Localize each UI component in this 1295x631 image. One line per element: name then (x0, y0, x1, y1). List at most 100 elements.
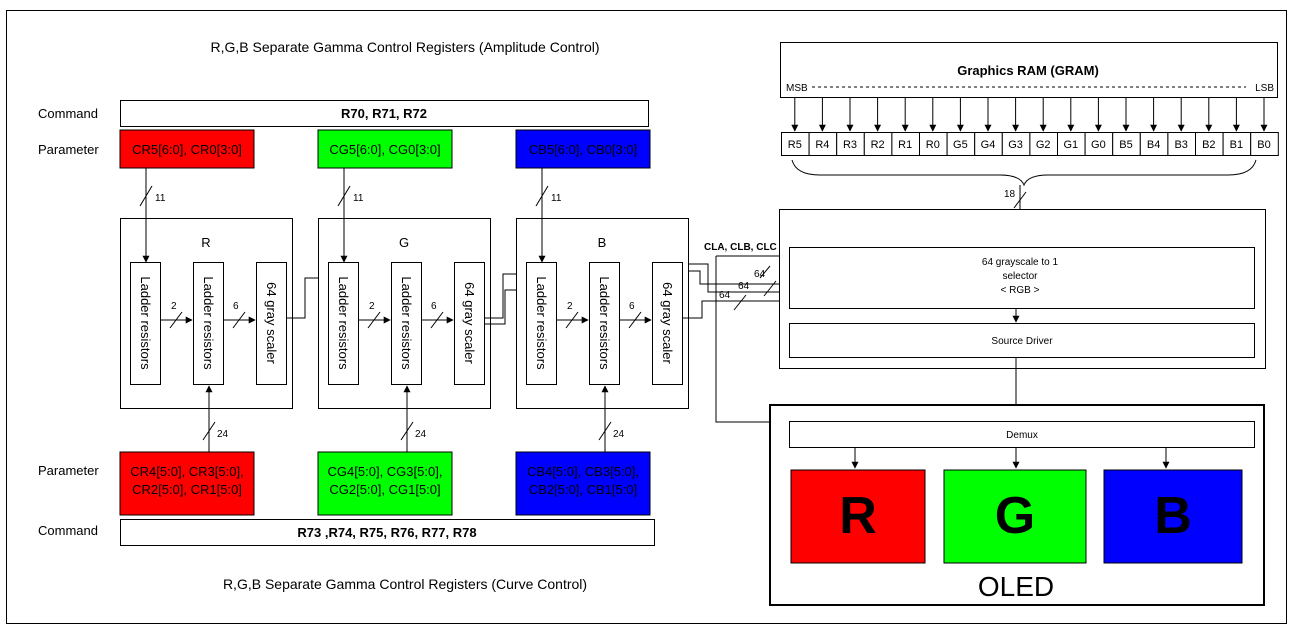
gram-bit-label: R3 (843, 139, 857, 151)
command-top: R70, R71, R72 (341, 106, 427, 121)
source-driver-box (789, 323, 1255, 358)
oled-r-block (790, 469, 926, 564)
ladder-r1-label: Ladder resistors (138, 276, 153, 370)
param-bottom-b-l2: CB2[5:0], CB1[5:0] (529, 482, 637, 497)
param-bottom-r-l1: CR4[5:0], CR3[5:0], (130, 464, 243, 479)
gram-bit-label: B5 (1119, 139, 1132, 151)
param-top-r-text: CR5[6:0], CR0[3:0] (132, 142, 242, 157)
gram-title: Graphics RAM (GRAM) (957, 63, 1099, 78)
ladder-g2-label: Ladder resistors (399, 276, 414, 370)
param-bottom-g-l1: CG4[5:0], CG3[5:0], (328, 464, 443, 479)
gram-bit-label: G1 (1063, 139, 1078, 151)
gram-bit-cell (1250, 132, 1279, 156)
parameter-label-top: Parameter (38, 142, 99, 157)
bus-2-b: 2 (567, 301, 573, 312)
ladder-b1-label: Ladder resistors (534, 276, 549, 370)
trace-r-out (287, 277, 318, 319)
parameter-label-bottom: Parameter (38, 463, 99, 478)
oled-r-letter: R (839, 487, 877, 545)
selector-l3: < RGB > (1001, 285, 1040, 296)
gram-bit-label: B3 (1174, 139, 1187, 151)
demux: Demux (1006, 430, 1038, 441)
bus-18: 18 (1004, 189, 1016, 200)
top-title: R,G,B Separate Gamma Control Registers (… (210, 39, 599, 55)
ladder-g1-label: Ladder resistors (336, 276, 351, 370)
gram-bit-label: G0 (1091, 139, 1106, 151)
gram-brace (791, 159, 1257, 187)
gray-scaler-g (454, 262, 485, 385)
gray-scaler-g-label: 64 gray scaler (462, 282, 477, 364)
ladder-b2-label: Ladder resistors (597, 276, 612, 370)
gram-bit-label: R0 (926, 139, 940, 151)
selector-box (789, 247, 1255, 309)
command-box-top (120, 100, 649, 127)
bus-24-r: 24 (217, 429, 229, 440)
param-bottom-g-l2: CG2[5:0], CG1[5:0] (329, 482, 440, 497)
gray-scaler-r-label: 64 gray scaler (264, 282, 279, 364)
command-label-bottom: Command (38, 523, 98, 538)
bus-24-b: 24 (613, 429, 625, 440)
param-top-r (119, 129, 255, 169)
gram-bit-label: G4 (981, 139, 996, 151)
gray-scaler-b (652, 262, 683, 385)
gram-bit-label: B1 (1230, 139, 1243, 151)
gram-bit-label: G5 (953, 139, 968, 151)
bus-24-g: 24 (415, 429, 427, 440)
gray-scaler-b-label: 64 gray scaler (660, 282, 675, 364)
ladder-resistors-g2 (391, 262, 422, 385)
gram-bit-label: R4 (815, 139, 829, 151)
ladder-resistors-r2 (193, 262, 224, 385)
gram-bit-label: G3 (1008, 139, 1023, 151)
command-label-top: Command (38, 106, 98, 121)
oled-g-letter: G (995, 487, 1035, 545)
param-bottom-b-l1: CB4[5:0], CB3[5:0], (527, 464, 639, 479)
oled-b-letter: B (1154, 487, 1192, 545)
selector-l1: 64 grayscale to 1 (982, 257, 1059, 268)
trace-g-out (485, 273, 516, 319)
source-driver: Source Driver (991, 336, 1053, 347)
bus-6-r: 6 (233, 301, 239, 312)
param-top-g-text: CG5[6:0], CG0[3:0] (329, 142, 440, 157)
channel-r: R 11 Ladder resistors Ladder resistors 6… (120, 168, 293, 452)
gram-bit-label: R5 (788, 139, 802, 151)
param-bottom-g (317, 451, 453, 516)
bus-6-b: 6 (629, 301, 635, 312)
trace-g-out-2 (485, 289, 516, 325)
trace-b-out (683, 297, 789, 319)
param-top-g (317, 129, 453, 169)
ladder-resistors-r1 (130, 262, 161, 385)
command-bottom: R73 ,R74, R75, R76, R77, R78 (297, 525, 476, 540)
bus-11-b: 11 (551, 193, 562, 204)
bus-11-g: 11 (353, 193, 364, 204)
oled-g-block (943, 469, 1087, 564)
bus-64-b: 64 (738, 281, 750, 292)
command-box-bottom (120, 519, 655, 546)
oled-label: OLED (978, 571, 1054, 602)
bus-2-r: 2 (171, 301, 177, 312)
gram-box (780, 42, 1278, 98)
channel-b-label: B (598, 235, 607, 250)
trace-cl-demux (715, 256, 789, 426)
channel-r-label: R (201, 235, 210, 250)
channel-g: G 11 Ladder resistors Ladder resistors 6… (318, 168, 491, 452)
demux-box (789, 421, 1255, 448)
gram-bit-label: B0 (1257, 139, 1270, 151)
ladder-r2-label: Ladder resistors (201, 276, 216, 370)
ladder-resistors-b1 (526, 262, 557, 385)
selector-l2: selector (1002, 271, 1038, 282)
gray-scaler-r (256, 262, 287, 385)
gram-bit-label: G2 (1036, 139, 1051, 151)
gram-bit-label: B2 (1202, 139, 1215, 151)
oled-b-block (1103, 469, 1243, 564)
trace-r-bus (689, 263, 789, 296)
channel-b: B 11 Ladder resistors Ladder resistors 6… (516, 168, 689, 452)
param-top-b (515, 129, 651, 169)
param-top-b-text: CB5[6:0], CB0[3:0] (529, 142, 637, 157)
bus-64-c: 64 (719, 290, 731, 301)
gram-lsb: LSB (1255, 83, 1274, 94)
ladder-resistors-b2 (589, 262, 620, 385)
param-bottom-r (119, 451, 255, 516)
bus-6-g: 6 (431, 301, 437, 312)
